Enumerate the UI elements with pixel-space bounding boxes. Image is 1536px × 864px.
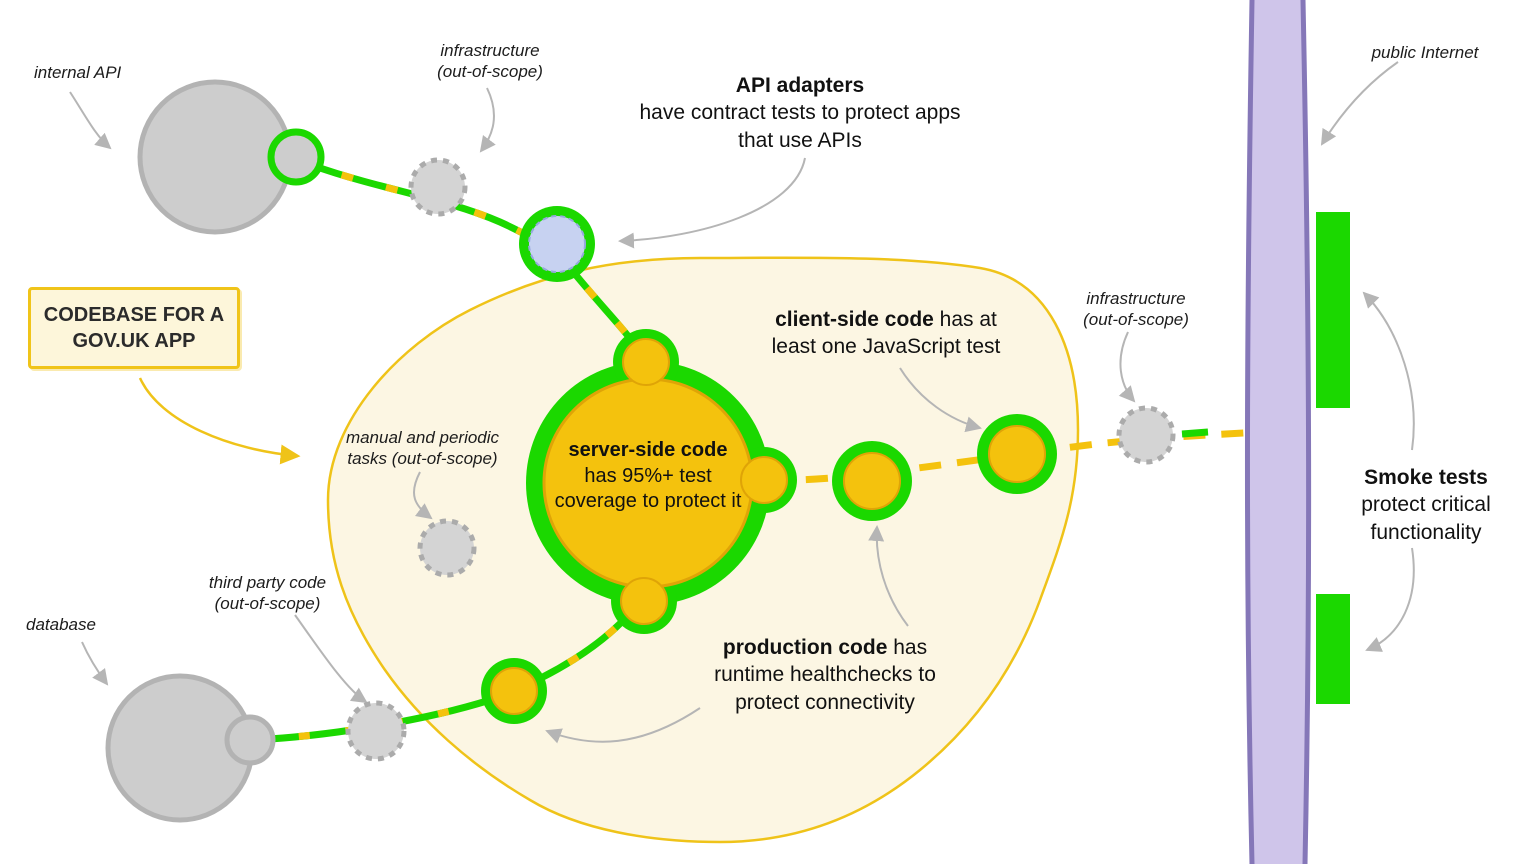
- healthcheck-node: [490, 667, 538, 715]
- public-internet-label: public Internet: [1355, 42, 1495, 63]
- connector-infrastructure-right: [1118, 331, 1136, 403]
- smoke-tests-bold: Smoke tests: [1364, 466, 1488, 489]
- link-to-internet-green-dash: [1181, 428, 1209, 438]
- public-internet-text: public Internet: [1371, 43, 1479, 62]
- codebase-label-box: CODEBASE FOR A GOV.UK APP: [28, 287, 240, 369]
- connector-manual-tasks: [412, 471, 433, 520]
- database-label-text: database: [26, 615, 96, 634]
- internal-api-adapter-port: [267, 128, 325, 186]
- server-side-note: server-side code has 95%+ test coverage …: [553, 438, 743, 515]
- client-side-bold: client-side code: [775, 308, 934, 331]
- third-party-line1: third party code: [208, 573, 327, 592]
- connector-smoke-top: [1362, 291, 1415, 451]
- api-adapters-note: API adapters have contract tests to prot…: [630, 72, 970, 154]
- manual-tasks-label: manual and periodic tasks (out-of-scope): [330, 427, 515, 470]
- connector-database: [81, 641, 109, 686]
- connector-client-side: [899, 367, 982, 433]
- infrastructure-right-node: [1116, 405, 1176, 465]
- client-side-rest: has at least one JavaScript test: [771, 308, 1001, 359]
- production-node: [843, 452, 901, 510]
- api-adapter-node: [528, 215, 586, 273]
- codebase-label-text: CODEBASE FOR A GOV.UK APP: [43, 304, 225, 352]
- smoke-tests-note: Smoke tests protect critical functionali…: [1352, 464, 1500, 546]
- production-rest: has runtime healthchecks to protect conn…: [714, 636, 936, 714]
- manual-tasks-node: [417, 518, 477, 578]
- third-party-line2: (out-of-scope): [214, 594, 321, 614]
- connector-api-adapters: [618, 157, 806, 249]
- network-boundary-right-edge: [1300, 0, 1312, 864]
- server-side-satellite-right: [740, 456, 788, 504]
- connector-infrastructure-top: [479, 87, 496, 153]
- server-side-satellite-bottom: [620, 577, 668, 625]
- server-side-rest: has 95%+ test coverage to protect it: [554, 464, 742, 513]
- third-party-label: third party code (out-of-scope): [175, 572, 360, 615]
- client-side-note: client-side code has at least one JavaSc…: [760, 306, 1012, 361]
- api-adapters-bold: API adapters: [735, 74, 865, 97]
- internal-api-label: internal API: [34, 62, 121, 83]
- infrastructure-right-line1: infrastructure: [1086, 289, 1186, 308]
- api-adapters-rest: have contract tests to protect apps that…: [639, 101, 961, 152]
- infrastructure-top-line1: infrastructure: [440, 41, 540, 60]
- smoke-test-bar-top: [1316, 212, 1350, 408]
- infrastructure-top-node: [408, 157, 468, 217]
- server-side-bold: server-side code: [568, 439, 728, 461]
- network-boundary-left-edge: [1244, 0, 1255, 864]
- connector-internal-api: [69, 91, 112, 150]
- connector-production-up: [868, 525, 909, 627]
- client-side-node: [988, 425, 1046, 483]
- manual-tasks-line2: tasks (out-of-scope): [347, 449, 498, 469]
- manual-tasks-line1: manual and periodic: [345, 428, 500, 447]
- database-adapter-port: [224, 714, 276, 766]
- smoke-tests-rest: protect critical functionality: [1361, 493, 1491, 544]
- connector-smoke-bottom: [1365, 547, 1415, 652]
- connector-codebase: [138, 377, 301, 465]
- infrastructure-right-label: infrastructure (out-of-scope): [1036, 288, 1236, 331]
- database-label: database: [26, 614, 96, 635]
- connector-public-internet: [1320, 61, 1399, 146]
- production-bold: production code: [722, 636, 888, 659]
- infrastructure-top-line2: (out-of-scope): [437, 62, 543, 82]
- infrastructure-top-label: infrastructure (out-of-scope): [390, 40, 590, 83]
- smoke-test-bar-bottom: [1316, 594, 1350, 704]
- internal-api-label-text: internal API: [34, 63, 122, 82]
- server-side-satellite-top: [622, 338, 670, 386]
- network-boundary-band: [1247, 0, 1309, 864]
- infrastructure-right-line2: (out-of-scope): [1083, 310, 1189, 330]
- third-party-node: [345, 700, 407, 762]
- connector-third-party: [294, 614, 368, 704]
- connector-production-left: [545, 707, 701, 744]
- production-note: production code has runtime healthchecks…: [700, 634, 950, 716]
